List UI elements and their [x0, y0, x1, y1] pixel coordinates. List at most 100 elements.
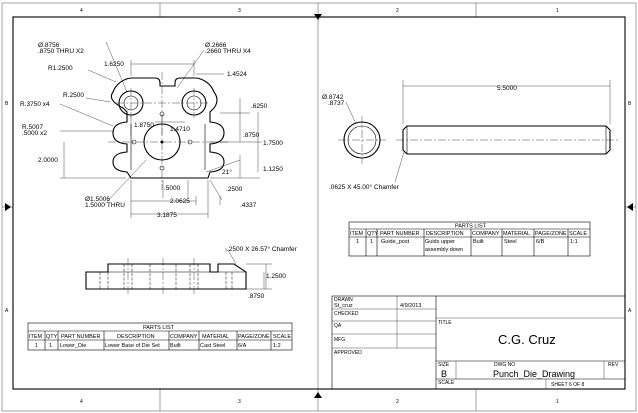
parts-die-title: PARTS LIST	[143, 325, 175, 331]
svg-text:1: 1	[49, 343, 52, 349]
dim-5: .5000	[164, 185, 181, 192]
die-outline	[110, 77, 225, 179]
svg-text:1:1: 1:1	[570, 239, 578, 245]
post-chamfer-edges	[406, 126, 607, 154]
svg-text:MATERIAL: MATERIAL	[202, 334, 229, 340]
svg-text:Guide_post: Guide_post	[381, 239, 410, 245]
svg-text:Steel: Steel	[504, 239, 517, 245]
side-dimension-lines	[225, 248, 272, 290]
post-dimension-lines	[345, 80, 611, 183]
svg-text:DESCRIPTION: DESCRIPTION	[117, 334, 155, 340]
dim-625: .6250	[251, 103, 268, 110]
svg-text:QTY: QTY	[367, 231, 379, 237]
tb-title-label: TITLE	[438, 320, 452, 326]
svg-text:PART NUMBER: PART NUMBER	[61, 334, 100, 340]
tb-dwg-no-label: DWG NO	[494, 362, 515, 368]
dim-1-471: 1.4710	[170, 126, 190, 133]
dim-2-0625: 2.0625	[170, 198, 190, 205]
dim-r-5007: R.5007.5000 x2	[22, 124, 47, 137]
tb-sheet: SHEET 6 OF 8	[551, 382, 584, 388]
parts-post-header: ITEM QTY PART NUMBER DESCRIPTION COMPANY…	[350, 231, 587, 237]
dim-post-dia: Ø.8742.8737	[322, 94, 345, 107]
dim-875: .8750	[243, 132, 260, 139]
dim-3-1875: 3.1875	[157, 212, 177, 219]
dim-875b: .8750	[248, 293, 265, 300]
tb-checked-label: CHECKED	[334, 311, 359, 317]
tb-drawn-by: St_cruz	[334, 303, 353, 309]
die-side-view	[85, 258, 247, 294]
dim-hole-guide-b: .8750 THRU X2	[38, 48, 84, 55]
tb-size: B	[441, 369, 447, 379]
zone-label: A	[628, 308, 632, 314]
dim-1-75: 1.7500	[263, 140, 283, 147]
zone-label: A	[5, 308, 9, 314]
svg-text:PART NUMBER: PART NUMBER	[380, 231, 419, 237]
zone-label: B	[628, 101, 632, 107]
side-center-lines	[127, 258, 195, 294]
post-end-center	[338, 116, 386, 164]
zone-label: 2	[396, 8, 399, 14]
dim-width-top: 1.6250	[104, 61, 124, 68]
tb-size-label: SIZE	[438, 362, 450, 368]
svg-text:Built: Built	[170, 343, 181, 349]
parts-die-row: 1 1 Lower_Die Lower Base of Die Set Buil…	[35, 343, 281, 349]
svg-text:Cast Steel: Cast Steel	[200, 343, 225, 349]
zone-label: 3	[238, 399, 241, 405]
svg-text:Lower Base of Die Set: Lower Base of Die Set	[105, 343, 160, 349]
svg-text:1: 1	[356, 239, 359, 245]
svg-text:1: 1	[35, 343, 38, 349]
zone-label: B	[5, 101, 9, 107]
hidden-lines	[99, 264, 233, 289]
dim-r1-25: R1.2500	[48, 65, 73, 72]
svg-text:1:2: 1:2	[273, 343, 281, 349]
svg-text:COMPANY: COMPANY	[170, 334, 198, 340]
svg-text:QTY: QTY	[46, 334, 58, 340]
dim-1-875: 1.8750	[134, 122, 154, 129]
dim-r-25: R.2500	[63, 92, 84, 99]
zone-label: 1	[556, 8, 559, 14]
svg-text:6/A: 6/A	[238, 343, 247, 349]
side-outline	[85, 263, 247, 290]
tb-title: C.G. Cruz	[498, 332, 556, 347]
parts-post-title: PARTS LIST	[455, 224, 487, 230]
dim-2-0: 2.0000	[38, 157, 58, 164]
guide-post-views	[338, 116, 618, 164]
tb-approved-label: APPROVED	[334, 350, 362, 356]
die-boss-edges	[130, 124, 206, 170]
zone-label: 4	[80, 8, 83, 14]
zone-label: 2	[396, 399, 399, 405]
die-top-view	[108, 72, 230, 190]
tb-mfg-label: MFG	[334, 337, 345, 343]
dim-r-375: R.3750 x4	[20, 101, 50, 108]
tb-dwg-no: Punch_Die_Drawing	[493, 369, 575, 379]
svg-text:MATERIAL: MATERIAL	[503, 231, 530, 237]
dim-post-length: 5.5000	[497, 85, 517, 92]
dim-25: .2500	[226, 186, 243, 193]
zone-label: 1	[556, 399, 559, 405]
svg-text:SCALE: SCALE	[273, 334, 291, 340]
dim-1-25: 1.2500	[266, 273, 286, 280]
dim-1-125: 1.1250	[263, 166, 283, 173]
parts-list-post	[348, 221, 591, 257]
parts-list-die	[27, 322, 293, 351]
dim-post-chamfer: .0625 X 45.00° Chamfer	[329, 183, 400, 191]
dim-side-chamfer: .2500 X 26.57° Chamfer	[227, 245, 298, 253]
svg-text:PAGE/ZONE: PAGE/ZONE	[238, 334, 270, 340]
tb-scale-label: SCALE	[438, 380, 455, 386]
dim-hole-small: Ø.2666.2660 THRU X4	[205, 42, 251, 55]
svg-text:ITEM: ITEM	[350, 231, 364, 237]
svg-text:COMPANY: COMPANY	[472, 231, 500, 237]
svg-text:Built: Built	[473, 239, 484, 245]
title-block	[331, 295, 626, 390]
svg-text:ITEM: ITEM	[29, 334, 43, 340]
zone-markers	[5, 14, 633, 398]
dim-1-4524: 1.4524	[227, 71, 247, 78]
svg-text:SCALE: SCALE	[569, 231, 587, 237]
zone-label: 4	[80, 399, 83, 405]
svg-text:6/B: 6/B	[536, 239, 545, 245]
die-dimension-lines	[59, 41, 262, 218]
parts-die-header: ITEM QTY PART NUMBER DESCRIPTION COMPANY…	[29, 334, 291, 340]
